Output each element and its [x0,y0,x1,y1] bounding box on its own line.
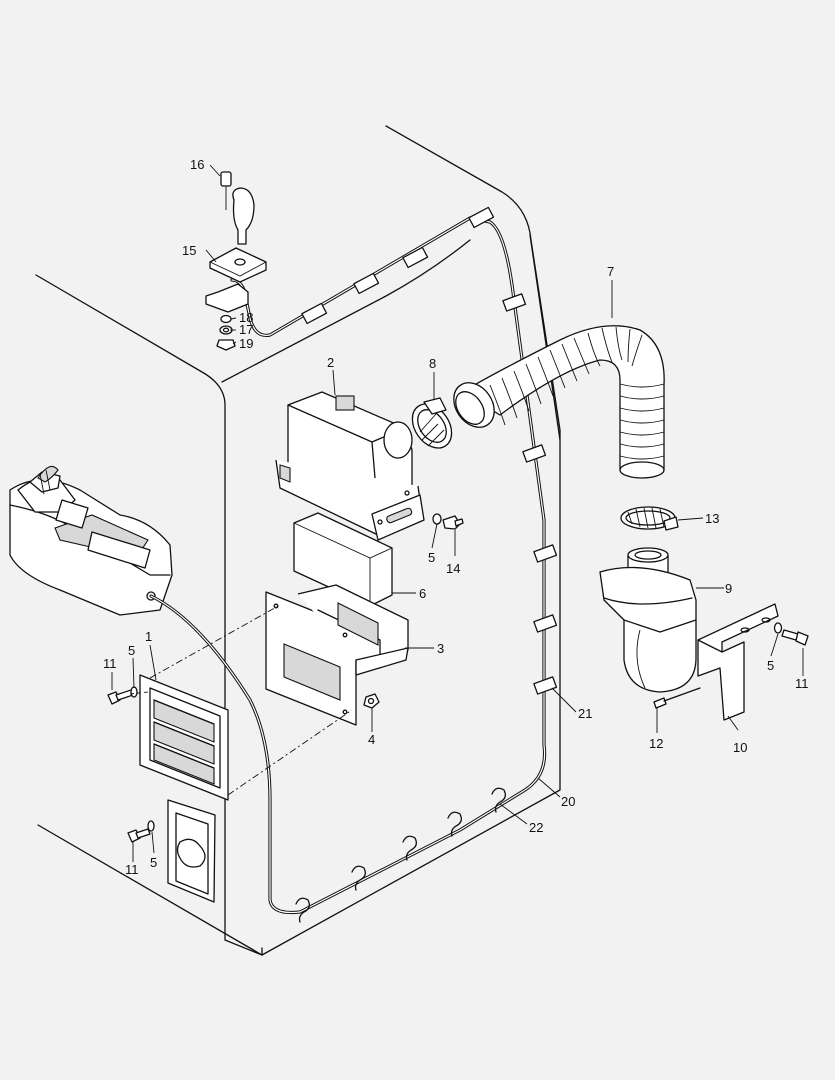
hose-clamp-8 [411,397,453,449]
cable-clip [353,272,380,295]
corrugated-hose [453,325,665,479]
callout-1: 1 [145,629,152,644]
callout-9: 9 [725,581,732,596]
callout-5: 5 [128,643,135,658]
cable-clip [468,206,495,229]
cable-clip [533,544,558,563]
callout-11: 11 [795,676,809,691]
cable-ties [295,787,506,923]
callout-10: 10 [733,740,747,755]
cable-tie [351,865,366,891]
cable-tie [402,835,417,861]
screw-11-lower [127,828,151,843]
callout-14: 14 [446,561,460,576]
screw-14 [442,515,464,530]
mounting-bracket [697,603,779,721]
louvre-grille [139,674,229,801]
leader-lines [111,164,804,862]
joystick-console [9,465,173,616]
callout-11: 11 [125,862,139,877]
callout-18: 18 [239,310,253,325]
washer-5-lower [147,820,155,832]
cable-tie [295,897,310,923]
washer-5-right [773,622,783,634]
callout-22: 22 [529,820,543,835]
washer-5-heater [432,513,442,525]
callout-8: 8 [429,356,436,371]
callout-4: 4 [368,732,375,747]
cable-clip [533,676,558,695]
hose-clamp-13 [620,506,679,531]
callout-5: 5 [767,658,774,673]
callout-16: 16 [190,157,204,172]
callout-3: 3 [437,641,444,656]
washer-5-upper [130,686,138,698]
light-bracket-assembly [205,171,267,351]
filter-element [293,512,393,607]
cable-clip [522,444,547,463]
cable-route [149,216,547,915]
callout-13: 13 [705,511,719,526]
cabin-panel-outline [35,125,561,956]
callout-15: 15 [182,243,196,258]
rivet-12 [653,687,701,709]
cable-clip [402,246,429,269]
callout-7: 7 [607,264,614,279]
air-outlet-housing [265,584,409,726]
cable-clip [301,302,328,325]
screw-11-right [781,629,809,646]
callout-12: 12 [649,736,663,751]
heater-housing [275,391,425,541]
callout-11: 11 [103,656,117,671]
callout-19: 19 [239,336,253,351]
screw-11-upper [107,689,134,705]
assembly-guide-lines [129,604,353,796]
cable-clip [533,614,558,633]
nut-4 [363,693,380,709]
cable-tie [447,811,462,837]
defroster-nozzle [599,547,697,693]
callout-21: 21 [578,706,592,721]
callout-20: 20 [561,794,575,809]
callout-2: 2 [327,355,334,370]
callout-6: 6 [419,586,426,601]
cable-tie [491,787,506,813]
callout-17: 17 [239,322,253,337]
cable-clips [301,206,558,695]
callout-5: 5 [150,855,157,870]
panel-recess [167,799,216,903]
callout-5: 5 [428,550,435,565]
cable-clip [502,293,527,312]
callout-labels: 1 2 3 4 5 5 5 5 6 7 8 9 10 11 11 11 12 1… [103,157,809,877]
